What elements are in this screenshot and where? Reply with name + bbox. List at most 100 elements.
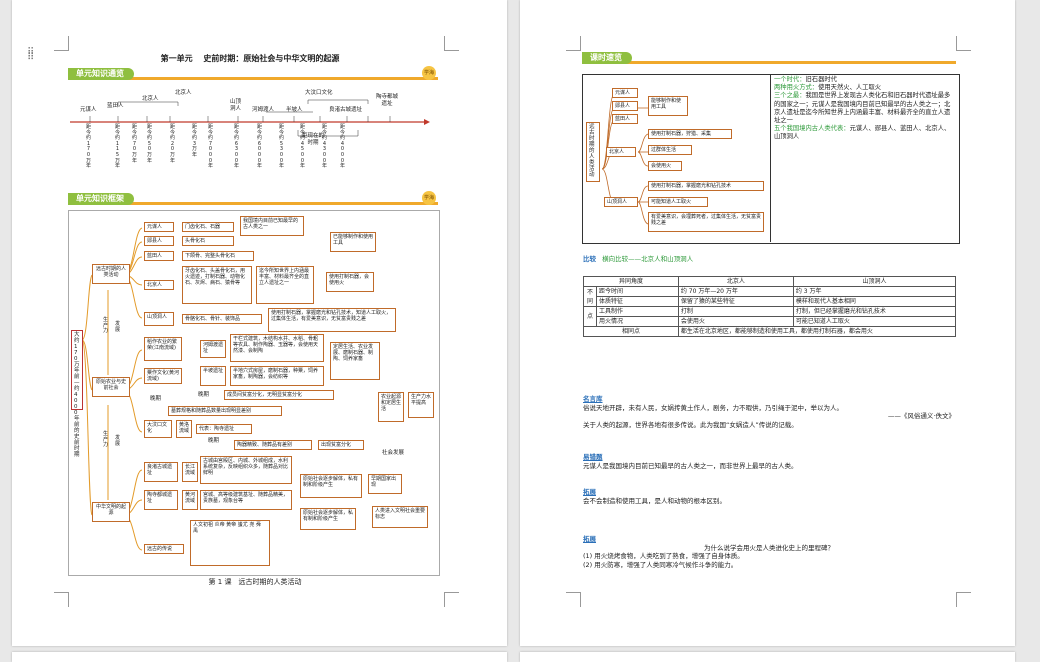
summary-key: 两种用火方式： [774,84,819,92]
right-note: 出现贫富分化 [318,440,364,450]
right-note: 已能够制作和使用工具 [330,232,376,252]
legend-detail: 人文初祖 炎帝 黄帝 蚩尤 尧 舜 禹 [190,520,270,566]
section-cite: ——《风俗通义·佚文》 [887,412,955,420]
table-cell: 用火情况 [596,316,679,327]
table-cell: 约 3 万年 [792,286,957,297]
crop-mark [566,592,581,607]
city-detail: 宫城、高等级建筑基址、随葬品精美，贵族墓，观象台等 [200,490,292,510]
stage-node: 中华文明的起源 [92,502,130,522]
section-mistake: 易错题 元谋人是我国境内目前已知最早的古人类之一，而非世界上最早的古人类。 [583,453,955,470]
diagram-node: 可能知道人工取火 [648,197,708,207]
crop-mark [444,592,459,607]
culture-detail: 干栏式建筑，木结构水井、水稻、骨耜等农具、制作陶器、玉器等，会使用天然漆、会制陶 [230,334,324,362]
human-detail: 门齿化石、石器 [182,222,234,232]
relation-label: 生产力 [103,431,109,449]
section-head: 名言库 [583,395,603,403]
timeline-tick-label: 距今约20万年 [170,124,176,164]
period-label: 晚期 [208,438,220,444]
human-side: 使用打制石器，会使用火 [326,272,374,292]
table-cell: 工具制作 [596,306,679,317]
relation-label: 生产力 [103,317,109,335]
table-cell: 都生活在北京地区，都能够制造和使用工具，都使用打制石器，都会用火 [677,326,957,337]
framework-root: 大约170万年前—约4000年前的史前时期 [71,330,83,458]
timeline-tick-label: 距今约7000年 [208,124,214,170]
summary-value: 旧石器时代 [805,76,837,83]
culture-detail: 半地穴式房屋，磨制石器，种粟，饲养家畜，制陶器，会纺织等 [230,366,324,386]
table-cell: 会使用火 [677,316,794,327]
section-head: 易错题 [583,453,603,461]
table-header: 北京人 [677,276,794,287]
summary-key: 一个时代： [774,76,806,83]
city-site: 黄河流域 [182,490,198,510]
framework-frame [68,210,440,576]
timeline-label: 元谋人 [80,107,97,113]
period-label: 晚期 [198,392,210,398]
group-node: 北京人 [606,147,636,157]
culture-node: 大汶口文化 [144,420,172,438]
table-cell: 距今时间 [596,286,679,297]
diagram-node: 使用打制石器，狩猎、采集 [648,129,732,139]
section-head: 拓展 [583,488,596,496]
section-body: 俗说天地开辟，未有人民，女娲抟黄土作人，剧务，力不暇供，乃引绳于泥中，举以为人。 [583,403,843,412]
section-answer: (2) 用火防寒，增强了人类同寒冷气候作斗争的能力。 [583,560,738,569]
logo-icon: 学海 [422,191,436,205]
culture-site: 半坡遗址 [200,366,226,386]
drag-handle-icon[interactable]: ⠿⠿ [27,47,36,63]
lesson-summary: 一个时代：旧石器时代 两种用火方式：使用天然火、人工取火 三个之最：我国是世界上… [774,76,954,142]
legend-node: 远古的传说 [144,544,184,554]
right-note: 原始社会逐步解体，私有制和阶级产生 [300,474,362,498]
human-note: 使用打制石器，掌握磨光和钻孔技术，知道人工取火，过集体生活，有爱美意识，无贫富贵… [268,308,396,332]
table-header: 山顶洞人 [792,276,957,287]
timeline-label: 半坡人 [286,107,303,113]
right-label: 社会发展 [382,450,405,456]
culture-node: 稻作农业的繁荣(江南流域) [144,337,182,361]
timeline-tick-label: 距今约5300年 [279,124,285,170]
summary-value: 我国是世界上发现古人类化石和旧石器时代遗址最多的国家之一；元谋人是我国境内目前已… [774,92,951,125]
diagram-node: 过群体生活 [648,145,692,155]
diagram-node: 能够制作和使用工具 [648,96,688,116]
timeline-tick-label: 距今约115万年 [115,124,121,170]
summary-value: 使用天然火、人工取火 [818,84,882,92]
right-note: 定居生活、农业发展、磨制石器、制陶、饲养家畜 [330,342,380,380]
page-title: 第一单元 史前时期：原始社会与中华文明的起源 [160,54,340,63]
group-node: 郧县人 [612,101,638,111]
right-note: 生产力水平提高 [408,392,434,418]
period-detail: 陶器精致、随葬品有差别 [234,440,312,450]
crop-mark [54,36,69,51]
stage-node: 原始农业与史前社会 [92,377,130,397]
stage-node: 远古时期的人类活动 [92,264,130,284]
timeline-label: 北京人 [175,90,192,96]
human-node: 山顶洞人 [144,312,174,326]
next-page-right-edge [520,652,1015,662]
crop-mark [444,36,459,51]
timeline-label: 大汶口文化 [305,90,333,96]
right-note: 早期国家出现 [368,474,402,494]
right-note: 原始社会逐步解体，私有制和阶级产生 [300,508,356,530]
summary-value: 元谋人、郧县人、蓝田人、北京人、山顶洞人 [774,125,951,141]
human-note: 我国境内目前已知最早的古人类之一 [240,216,304,236]
timeline-label: 北京人 [142,96,159,102]
logo-icon: 学海 [422,66,436,80]
table-cell: 模样和现代人基本相同 [792,296,957,307]
table-cell: 约 70 万年—20 万年 [677,286,794,297]
frame-divider [770,74,771,242]
period-detail: 墓葬规格和随葬品数量出现明显差别 [168,406,282,416]
table-cell: 点 [583,306,597,327]
diagram-node: 使用打制石器，掌握磨光和钻孔技术 [648,181,764,191]
human-detail: 骨骼化石、骨针、装饰品 [182,314,262,324]
timeline-graphic [70,99,430,137]
timeline-label: 蓝田人 [107,103,124,109]
section-question: 为什么说学会用火是人类进化史上的里程碑？ [704,543,834,552]
compare-table: 异同角度 北京人 山顶洞人 不同 距今时间 约 70 万年—20 万年 约 3 … [583,276,957,337]
city-node: 陶寺都城遗址 [144,490,178,510]
section-label: 课时速览 [582,52,632,64]
human-node: 元谋人 [144,222,174,232]
timeline-tick-label: 距今约170万年 [86,124,92,170]
section-head: 拓展 [583,535,596,543]
timeline-bottom-label: 距现在的时期 [301,133,324,146]
crop-mark [566,36,581,51]
timeline-tick-label: 距今约4000年 [340,124,346,170]
section-label: 单元知识框架 [68,193,134,205]
timeline-tick-label: 距今约50万年 [147,124,153,164]
right-note: 农业起源和定居生活 [378,392,404,422]
